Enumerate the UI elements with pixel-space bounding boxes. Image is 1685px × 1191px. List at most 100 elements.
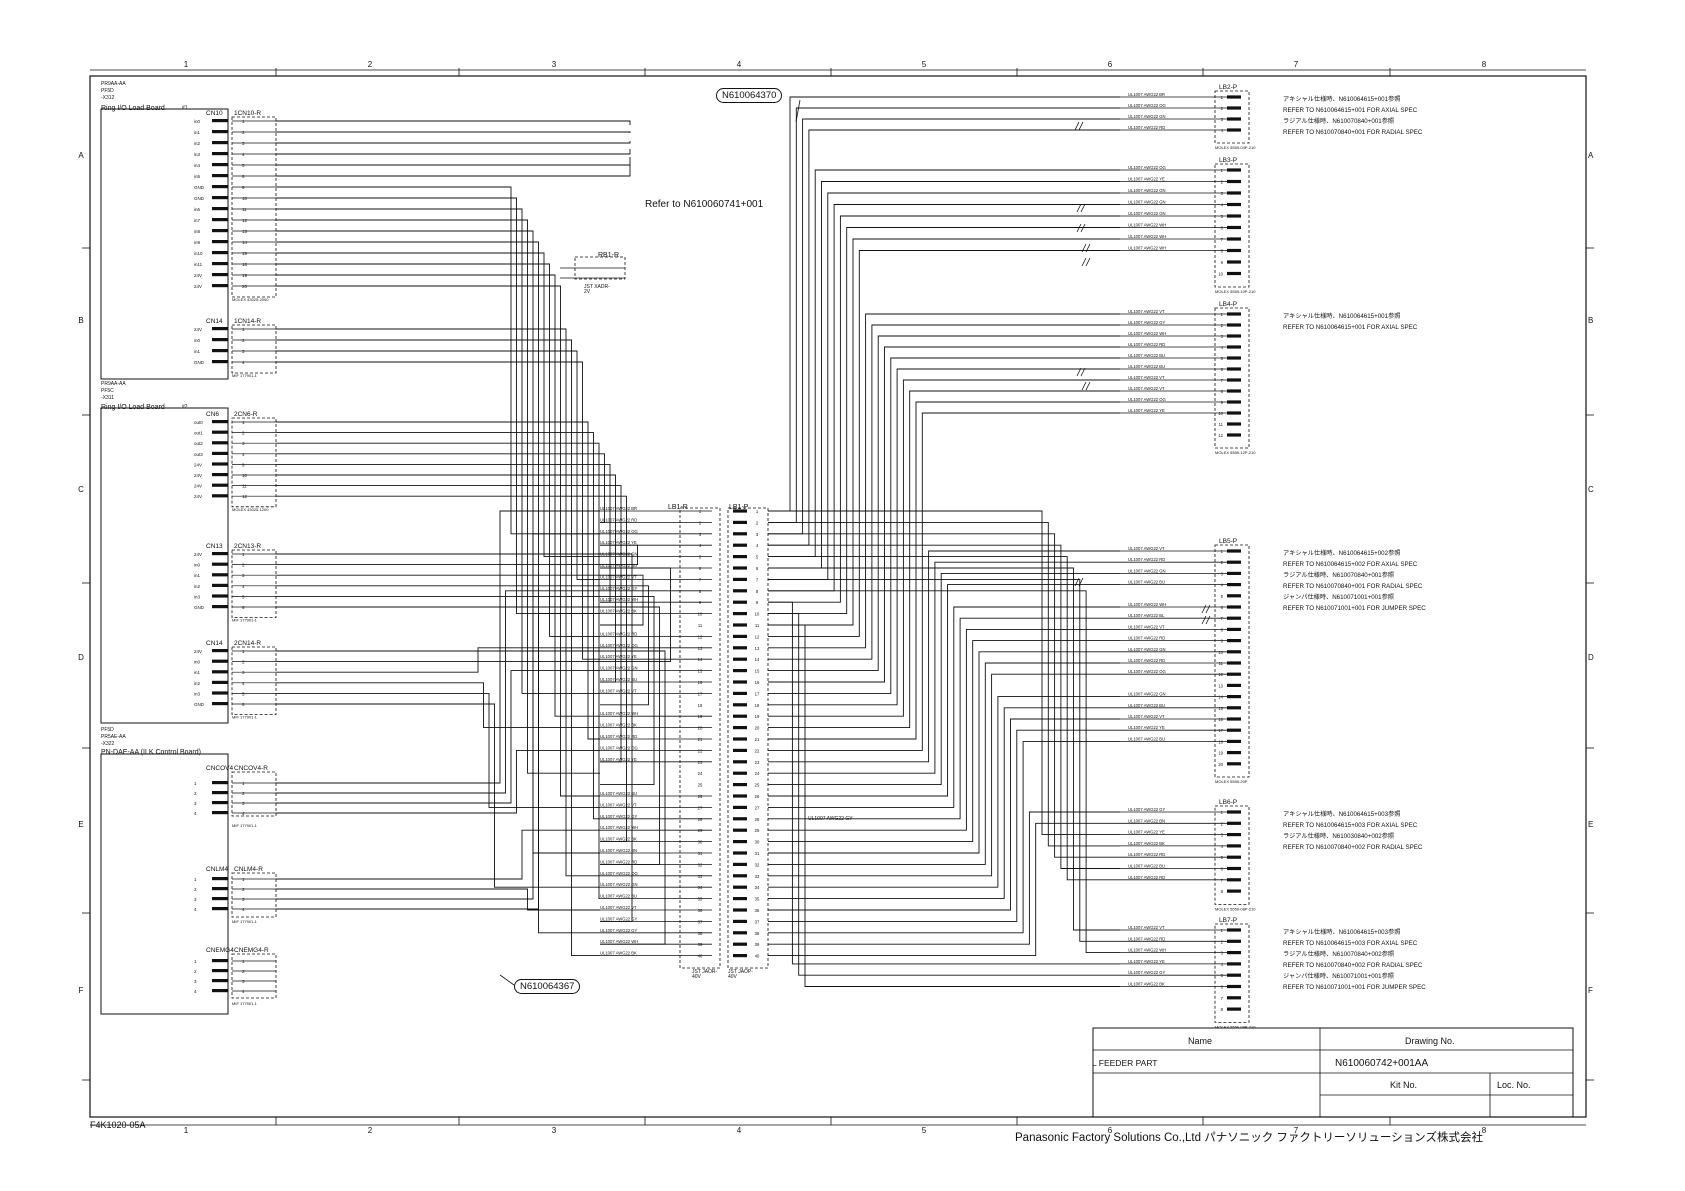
pin-header <box>212 791 228 795</box>
right-pin <box>1227 844 1241 848</box>
right-pin <box>1227 984 1241 989</box>
pin-signal: in1 <box>194 573 201 578</box>
lb1-r-pin: 7 <box>699 577 702 582</box>
right-pin <box>1227 549 1241 553</box>
pin-signal: 24V <box>194 649 202 654</box>
right-pin <box>1227 389 1241 393</box>
cable-route <box>276 157 631 166</box>
pin-header <box>212 897 228 901</box>
pin-header <box>212 573 228 577</box>
cable-route <box>276 485 622 763</box>
right-pin <box>1227 939 1241 943</box>
rb1-foot: JST XADR-2V <box>584 284 610 295</box>
spec-note: ジャンパ仕様時、N610071001+001参照 <box>1283 593 1394 601</box>
lb1-p-pin <box>733 931 747 935</box>
right-pin-number: 4 <box>1221 962 1224 967</box>
lb1-p-pin <box>733 566 747 570</box>
lb1-wire-label: UL1007 AWG22 YE <box>600 540 637 545</box>
cable-route <box>276 165 631 177</box>
pin-number: 19 <box>242 273 248 278</box>
title-drawing-header: Drawing No. <box>1405 1036 1455 1046</box>
pin-number: 1 <box>242 959 245 964</box>
row-letter-left: D <box>78 653 84 662</box>
pin-header <box>212 483 228 487</box>
spec-note: REFER TO N610071001+001 FOR JUMPER SPEC <box>1283 605 1426 612</box>
column-number-bottom: 5 <box>922 1126 927 1135</box>
pin-header <box>212 273 228 277</box>
pin-number: 20 <box>242 284 248 289</box>
pin-number: 3 <box>242 573 245 578</box>
lb1-p-pin <box>733 954 747 958</box>
lb1-wire-label: UL1007 AWG22 BK <box>600 609 637 614</box>
lb1-p-pin-num: 40 <box>755 954 760 959</box>
right-pin-number: 12 <box>1218 433 1223 438</box>
lb1-p-pin-num: 30 <box>755 840 760 845</box>
pin-signal: GND <box>194 360 205 365</box>
spec-note: REFER TO N610070840+001 FOR RADIAL SPEC <box>1283 129 1423 136</box>
lb1-r-pin: 29 <box>698 828 703 833</box>
right-wire-label: UL1007 AWG22 WH <box>1128 246 1166 251</box>
cable-route <box>768 238 1120 626</box>
right-connector-outline <box>1214 805 1250 905</box>
cable-route <box>768 401 1120 740</box>
pin-signal: in3 <box>194 152 201 157</box>
pin-number: 5 <box>242 163 245 168</box>
pin-header <box>212 494 228 498</box>
right-pin-number: 3 <box>1221 117 1224 122</box>
right-pin <box>1227 422 1241 426</box>
column-number-top: 1 <box>184 60 189 69</box>
row-letter-right: E <box>1588 820 1593 829</box>
lb1-wire-label: UL1007 AWG22 OG <box>600 871 638 876</box>
right-connector-footnote: MOLEX 5559-04P-210 <box>1215 145 1256 150</box>
connector-footnote: MOLEX 43025-2000 <box>232 297 269 302</box>
pin-number: 13 <box>242 229 248 234</box>
right-pin <box>1227 706 1241 710</box>
right-pin-number: 19 <box>1218 751 1223 756</box>
pin-signal: in3 <box>194 594 201 599</box>
connector-name: CN14 <box>206 318 223 325</box>
lb1-p-pin <box>733 612 747 616</box>
pin-header <box>212 240 228 244</box>
right-pin <box>1227 650 1241 654</box>
right-wire-label: UL1007 AWG22 GN <box>1128 114 1166 119</box>
right-pin <box>1227 821 1241 825</box>
lb1-wire-label: UL1007 AWG22 BN <box>600 848 637 853</box>
right-pin-number: 4 <box>1221 844 1224 849</box>
lb1-p-pin-num: 15 <box>755 669 760 674</box>
pin-signal: in3 <box>194 691 201 696</box>
lb1-p-pin <box>733 919 747 923</box>
right-wire-label: UL1007 AWG22 BU <box>1128 580 1165 585</box>
lb1-wire-label: UL1007 AWG22 WH <box>600 597 638 602</box>
right-pin <box>1227 962 1241 966</box>
pin-number: 2 <box>242 791 245 796</box>
pin-signal: 24V <box>194 462 202 467</box>
lb1-p-pin <box>733 942 747 946</box>
right-pin <box>1227 996 1241 1000</box>
connector-footnote: MOLEX 43025-1200 <box>232 507 269 512</box>
lb1-p-pin <box>733 509 747 513</box>
cable-route <box>276 703 600 888</box>
right-wire-label: UL1007 AWG22 BU <box>1128 353 1165 358</box>
cable-route <box>768 707 1120 900</box>
row-letter-left: F <box>79 986 84 995</box>
pin-signal: in5 <box>194 174 201 179</box>
lb1-r-pin: 11 <box>698 623 703 628</box>
right-wire-label: UL1007 AWG22 BU <box>1128 364 1165 369</box>
right-pin <box>1227 695 1241 699</box>
lb1-r-pin: 40 <box>698 954 703 959</box>
spec-note: REFER TO N610064615+003 FOR AXIAL SPEC <box>1283 822 1418 829</box>
right-pin <box>1227 106 1241 110</box>
lb1-wire-label: UL1007 AWG22 BU <box>600 791 637 796</box>
cable-route <box>276 252 600 558</box>
connector-footnote: MIF 177901-1 <box>232 823 258 828</box>
pin-signal: out0 <box>194 420 203 425</box>
right-pin <box>1227 168 1241 172</box>
right-pin <box>1227 605 1241 609</box>
cable-route <box>276 613 600 910</box>
lb1-r-pin: 5 <box>699 555 702 560</box>
lb1-p-pin-num: 10 <box>755 612 760 617</box>
lb1-p-pin-num: 37 <box>755 919 760 924</box>
lb1-r-pin: 36 <box>698 908 703 913</box>
cable-route <box>276 328 600 877</box>
lb1-p-pin <box>733 669 747 673</box>
